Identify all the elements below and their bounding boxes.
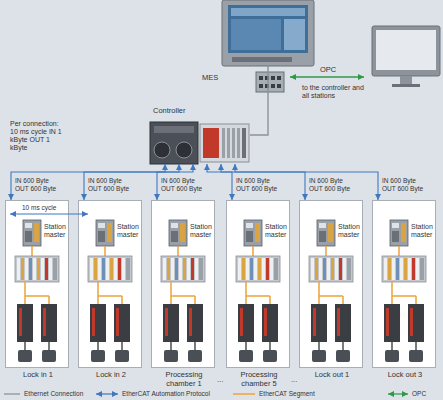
controller-fan xyxy=(154,142,170,158)
ellipsis: ... xyxy=(217,376,227,385)
ethercat-automation-link xyxy=(207,164,232,200)
station-name: Lock in 1 xyxy=(6,371,70,380)
mes-panel-pc xyxy=(222,0,314,66)
station-master-label: Station master xyxy=(411,223,437,239)
switch-port xyxy=(277,84,281,88)
station-illustration xyxy=(15,220,59,362)
controller-terminal xyxy=(222,128,225,158)
station-illustration xyxy=(161,220,205,362)
connection-note: Per connection: 10 ms cycle IN 1 kByte O… xyxy=(10,120,64,152)
legend-sample-opc xyxy=(388,393,408,394)
operator-monitor xyxy=(372,26,440,87)
screen-panel xyxy=(231,19,281,50)
node-title: MES xyxy=(202,74,226,83)
legend-entry: EtherCAT Segment xyxy=(259,390,315,398)
opc-label: OPC xyxy=(320,66,350,75)
controller-terminal xyxy=(232,128,235,158)
station-box: Lock in 2Station master xyxy=(78,200,142,368)
station-name: Lock out 3 xyxy=(373,371,437,380)
station-illustration xyxy=(309,220,353,362)
station-name: Lock out 1 xyxy=(300,371,364,380)
station-name: Processing chamber 5 xyxy=(227,371,291,388)
monitor-screen xyxy=(228,5,308,53)
opc-arrow xyxy=(290,76,364,77)
ethernet-switch xyxy=(256,72,284,92)
monitor-bezel xyxy=(222,0,314,66)
switch-body xyxy=(256,72,284,92)
station-master-label: Station master xyxy=(190,223,216,239)
controller-device xyxy=(150,122,249,164)
legend-text: Ethernet Connection xyxy=(24,390,83,397)
station-box: Processing chamber 5Station master xyxy=(226,200,290,368)
station-master-label: Station master xyxy=(44,223,70,239)
controller-housing xyxy=(150,122,198,164)
ethercat-automation-link xyxy=(235,164,378,200)
node-title: Controller xyxy=(153,107,213,116)
ethercat-automation-link xyxy=(221,164,305,200)
station-box: Processing chamber 1Station master xyxy=(151,200,215,368)
screen-panel xyxy=(284,19,305,50)
panel-buttons xyxy=(232,57,292,62)
station-master-label: Station master xyxy=(338,223,364,239)
switch-port xyxy=(259,84,263,88)
controller-module xyxy=(203,128,219,158)
station-name: Processing chamber 1 xyxy=(152,371,216,388)
switch-port xyxy=(265,84,269,88)
switch-port xyxy=(277,76,281,80)
ethercat-automation-link xyxy=(11,164,165,200)
monitor-screen xyxy=(376,30,436,70)
ethernet-connection xyxy=(250,66,268,135)
screen-bar xyxy=(231,8,305,16)
ellipsis: ... xyxy=(291,376,301,385)
legend-text: EtherCAT Segment xyxy=(259,390,315,397)
edge-label: IN 600 Byte OUT 600 Byte xyxy=(15,177,61,193)
mes-monitor: MES xyxy=(222,0,314,66)
legend-sample-ethernet xyxy=(4,393,20,394)
controller-terminal xyxy=(227,128,230,158)
edge-label: IN 600 Byte OUT 600 Byte xyxy=(309,177,355,193)
edge-label: IN 600 Byte OUT 600 Byte xyxy=(236,177,282,193)
station-illustration xyxy=(236,220,280,362)
switch-port xyxy=(265,76,269,80)
switch-port xyxy=(259,76,263,80)
opc-note: to the controller and all stations xyxy=(302,84,364,100)
legend-sample-eap xyxy=(96,393,118,394)
legend-text: OPC xyxy=(412,390,426,397)
controller-terminal xyxy=(237,128,240,158)
station-box: Lock in 1Station master xyxy=(5,200,69,368)
station-box: Lock out 3Station master xyxy=(372,200,436,368)
station-master-label: Station master xyxy=(117,223,143,239)
legend-entry: EtherCAT Automation Protocol xyxy=(122,390,210,398)
controller-fan xyxy=(176,142,192,158)
legend-text: EtherCAT Automation Protocol xyxy=(122,390,210,397)
edge-label: IN 600 Byte OUT 600 Byte xyxy=(88,177,134,193)
station-illustration xyxy=(382,220,426,362)
station-illustration xyxy=(88,220,132,362)
legend-entry: OPC xyxy=(412,390,426,398)
edge-label: IN 600 Byte OUT 600 Byte xyxy=(382,177,428,193)
legend-sample-ethercat xyxy=(233,393,255,395)
switch-port xyxy=(271,76,275,80)
station-master-label: Station master xyxy=(265,223,291,239)
switch-port xyxy=(271,84,275,88)
controller-slot xyxy=(154,126,194,133)
ethercat-automation-link xyxy=(157,164,193,200)
cycle-arrow xyxy=(10,213,88,214)
monitor-bezel xyxy=(372,26,440,76)
legend-entry: Ethernet Connection xyxy=(24,390,83,398)
controller-terminals xyxy=(200,124,249,162)
edge-label: IN 600 Byte OUT 600 Byte xyxy=(161,177,207,193)
monitor-base xyxy=(392,84,420,87)
controller-box: Controller xyxy=(150,122,250,164)
station-box: Lock out 1Station master xyxy=(299,200,363,368)
monitor-stand xyxy=(400,76,412,84)
controller-terminal xyxy=(242,128,246,158)
station-name: Lock in 2 xyxy=(79,371,143,380)
ethercat-automation-link xyxy=(84,164,179,200)
